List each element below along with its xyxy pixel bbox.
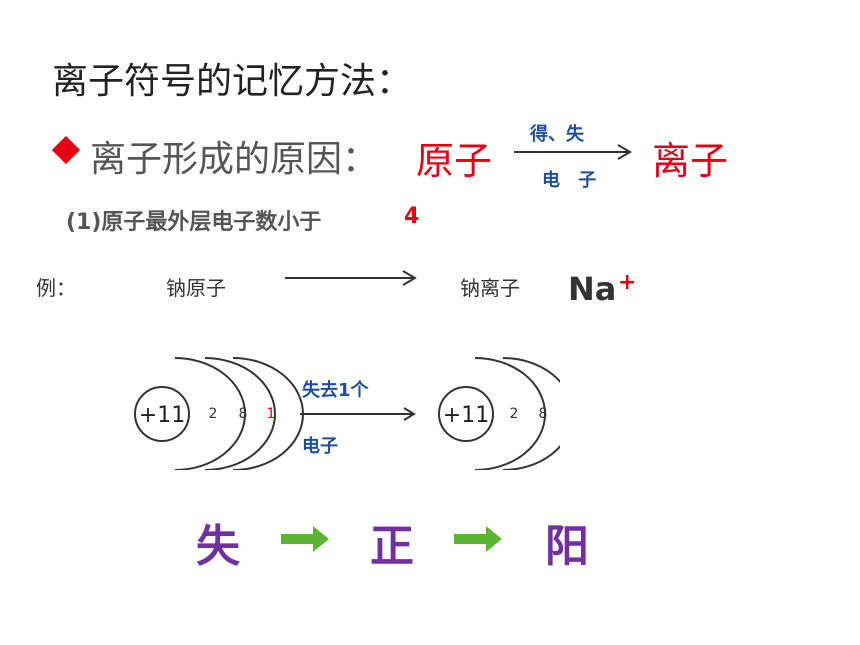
mnemonic-cation: 阳 <box>545 521 589 572</box>
sodium-atom-label: 钠原子 <box>166 276 226 300</box>
ion-shell-arc-1 <box>474 357 546 470</box>
atom-nucleus-charge: +11 <box>139 403 185 428</box>
example-label: 例： <box>36 276 76 300</box>
ion-shell-count-1: 2 <box>510 406 519 422</box>
mnemonic-positive: 正 <box>370 521 414 572</box>
cause-label: 离子形成的原因： <box>90 139 379 180</box>
atom-shell-arc-1 <box>174 357 246 470</box>
sodium-atom-diagram: +11 2 8 1 <box>134 357 304 470</box>
gain-lose-label: 得、失 <box>530 124 584 145</box>
atom-shell-count-1: 2 <box>209 406 218 422</box>
atom-shell-count-3: 1 <box>267 406 276 422</box>
right-arrow-icon <box>300 407 416 421</box>
atom-word: 原子 <box>416 139 493 183</box>
charge-sign: + <box>618 270 637 295</box>
subheading: (1)原子最外层电子数小于 <box>66 210 322 235</box>
slide-title: 离子符号的记忆方法： <box>52 61 413 102</box>
green-arrow-icon <box>454 526 502 552</box>
green-arrow-icon <box>281 526 329 552</box>
sodium-ion-label: 钠离子 <box>460 276 520 300</box>
ion-nucleus-circle <box>438 386 494 442</box>
right-arrow-icon <box>514 144 632 160</box>
ion-shell-count-2: 8 <box>539 406 548 422</box>
sodium-ion-diagram: +11 2 8 <box>438 357 560 470</box>
ion-shell-arc-2 <box>502 357 560 470</box>
atom-nucleus-circle <box>134 386 190 442</box>
right-arrow-icon <box>285 270 417 286</box>
ion-nucleus-charge: +11 <box>443 403 489 428</box>
process-label-top: 失去1个 <box>302 379 370 401</box>
atom-shell-count-2: 8 <box>239 406 248 422</box>
process-label-bottom: 电子 <box>302 435 338 457</box>
subheading-number: 4 <box>404 204 420 229</box>
ion-word: 离子 <box>652 139 729 183</box>
diamond-bullet-icon <box>51 135 81 165</box>
electron-label: 电 子 <box>542 170 603 191</box>
mnemonic-lose: 失 <box>196 521 240 572</box>
atom-shell-arc-2 <box>204 357 276 470</box>
electron-shell-diagram: +11 2 8 1 失去1个 电子 +11 2 8 <box>134 357 560 470</box>
sodium-symbol: Na <box>568 270 617 308</box>
